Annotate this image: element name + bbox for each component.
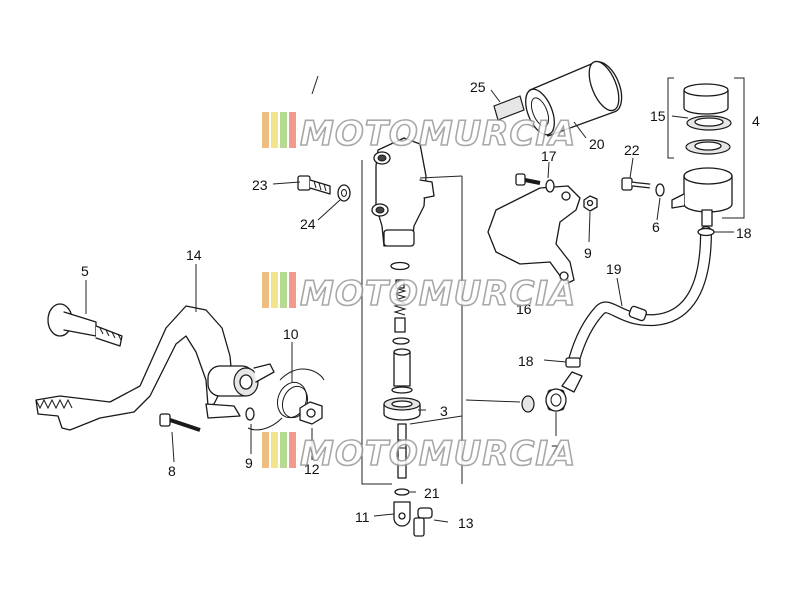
bolt-22: [621, 177, 651, 191]
callout-21: 21: [424, 485, 440, 501]
watermark-stripe: [262, 272, 269, 308]
callout-24: 24: [300, 216, 316, 232]
brake-pedal-14: [35, 305, 275, 431]
watermark-text: MOTOMURCIA: [300, 434, 576, 474]
callout-19: 19: [606, 261, 622, 277]
callout-16: 16: [516, 301, 532, 317]
nut-12: [299, 401, 323, 425]
leader-lines: [85, 89, 734, 523]
callout-18-lower: 18: [518, 353, 534, 369]
sleeve-18-upper: [697, 227, 715, 237]
watermark-stripe: [271, 432, 278, 468]
callout-25: 25: [470, 79, 486, 95]
callout-15: 15: [650, 108, 666, 124]
callout-9-lower: 9: [245, 455, 253, 471]
nut-9-lower: [245, 407, 255, 421]
watermark-stripe: [280, 272, 287, 308]
reservoir-assembly: [621, 77, 745, 227]
reservoir-hose: [568, 226, 712, 366]
callout-23: 23: [252, 177, 268, 193]
callout-13: 13: [458, 515, 474, 531]
watermark-stripe: [280, 432, 287, 468]
watermark-middle: MOTOMURCIA: [262, 272, 576, 315]
washer-6: [655, 183, 665, 197]
watermark-stripe: [289, 272, 296, 308]
bracket-16: [487, 173, 598, 285]
callout-6: 6: [652, 219, 660, 235]
bolt-8: [159, 413, 201, 432]
watermark-stripe: [262, 432, 269, 468]
callouts: 25 20 15 4 23 24 17 22 6 18 9 16 5 14 19…: [81, 79, 760, 531]
callout-9-upper: 9: [584, 245, 592, 261]
callout-10: 10: [283, 326, 299, 342]
bolt-23: [297, 175, 331, 195]
piston-kit: [383, 261, 433, 537]
callout-11: 11: [355, 509, 370, 525]
watermark-top: MOTOMURCIA: [262, 112, 576, 155]
callout-20: 20: [589, 136, 605, 152]
watermark-bottom: MOTOMURCIA: [262, 432, 576, 475]
callout-4: 4: [752, 113, 760, 129]
washer-24: [337, 184, 351, 202]
watermark-stripe: [280, 112, 287, 148]
watermark-stripe: [289, 112, 296, 148]
master-cylinder: [371, 60, 623, 247]
watermark-text: MOTOMURCIA: [300, 274, 576, 314]
nut-9-upper: [583, 195, 598, 212]
pivot-bolt-5: [47, 303, 123, 347]
callout-18-upper: 18: [736, 225, 752, 241]
assembly-brackets: [311, 75, 463, 485]
watermark-stripe: [262, 112, 269, 148]
callout-17: 17: [541, 148, 557, 164]
watermark-stripe: [289, 432, 296, 468]
callout-7: 7: [551, 442, 559, 458]
union-7: [521, 357, 583, 413]
callout-12: 12: [304, 461, 320, 477]
watermark-text: MOTOMURCIA: [300, 114, 576, 154]
callout-14: 14: [186, 247, 202, 263]
callout-8: 8: [168, 463, 176, 479]
bolt-17: [515, 173, 555, 193]
callout-5: 5: [81, 263, 89, 279]
callout-22: 22: [624, 142, 640, 158]
callout-3: 3: [440, 403, 448, 419]
watermark-stripe: [271, 272, 278, 308]
sleeve-18-lower: [565, 357, 581, 368]
watermark-stripe: [271, 112, 278, 148]
